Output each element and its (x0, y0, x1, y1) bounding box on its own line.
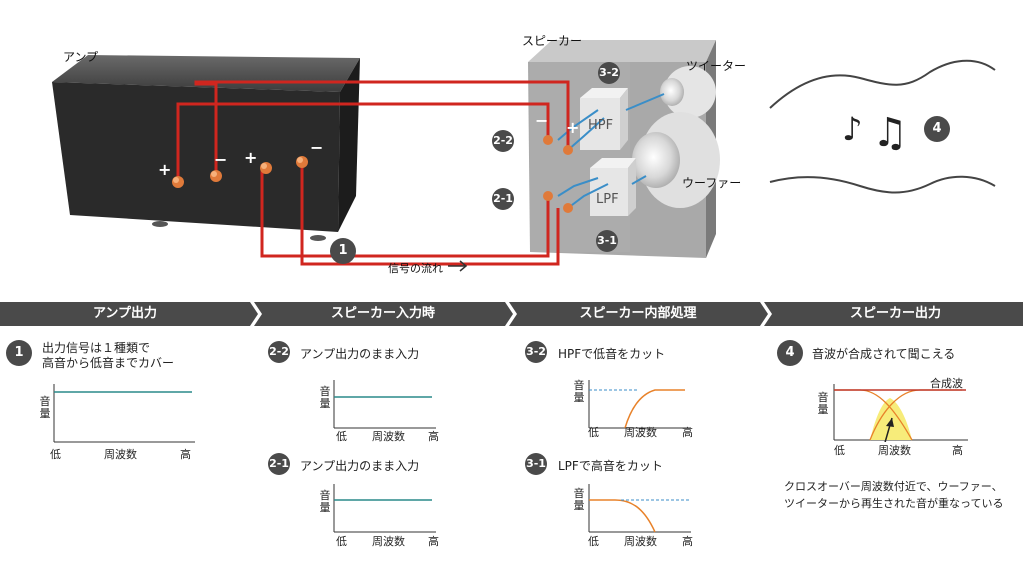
step4-x-high: 高 (952, 444, 963, 457)
tweeter (660, 66, 716, 118)
step32-graph (588, 380, 691, 429)
step31-y-label: 音量 (573, 487, 585, 512)
step4-crossover-note: クロスオーバー周波数付近で、ウーファー、ツイーターから再生された音が重なっている (784, 480, 1004, 510)
badge-4: 4 (924, 116, 950, 142)
step1-x-high: 高 (180, 448, 191, 461)
music-note-icon: ♪ (842, 110, 863, 148)
hpf-label: HPF (588, 118, 614, 133)
step4-title: 音波が合成されて聞こえる (812, 347, 956, 361)
step21-x-low: 低 (336, 535, 347, 548)
step32-y-label: 音量 (573, 379, 585, 404)
step22-y-label: 音量 (319, 385, 331, 410)
step1-badge: 1 (6, 340, 32, 366)
step22-x-high: 高 (428, 430, 439, 443)
amplifier (52, 55, 360, 241)
lpf-curve (589, 499, 656, 533)
internal-wires (557, 93, 665, 209)
step1-x-low: 低 (50, 448, 61, 461)
speaker-label: スピーカー (522, 34, 583, 48)
step22-x-mid: 周波数 (372, 430, 405, 443)
signal-flow-arrow (448, 260, 468, 272)
step4-graph (833, 384, 968, 442)
step1-title-line2: 高音から低音までカバー (42, 356, 175, 370)
spk-minus: − (535, 111, 549, 130)
badge-2-2: 2-2 (492, 130, 514, 152)
step22-x-low: 低 (336, 430, 347, 443)
badge-2-1: 2-1 (492, 188, 514, 210)
step21-x-high: 高 (428, 535, 439, 548)
banner-speaker-input: スピーカー入力時 (330, 306, 435, 321)
step21-badge: 2-1 (268, 453, 290, 475)
step1-x-mid: 周波数 (104, 448, 137, 461)
step-banner (0, 302, 1023, 326)
step21-x-mid: 周波数 (372, 535, 405, 548)
step21-graph (333, 484, 436, 533)
step22-graph (333, 380, 436, 429)
signal-diagram (52, 40, 996, 272)
spk-plus: + (566, 118, 580, 137)
amp-minus-2: − (310, 138, 324, 157)
woofer-label: ウーファー (682, 176, 742, 190)
woofer (632, 112, 720, 208)
step22-badge: 2-2 (268, 341, 290, 363)
hpf-curve (624, 389, 685, 429)
step4-x-low: 低 (834, 444, 845, 457)
step32-x-low: 低 (588, 426, 599, 439)
amp-terminals (172, 156, 308, 188)
step4-badge: 4 (777, 340, 803, 366)
sound-waves (769, 59, 996, 194)
step31-title: LPFで高音をカット (558, 459, 663, 473)
step32-x-high: 高 (682, 426, 693, 439)
step32-x-mid: 周波数 (624, 426, 657, 439)
badge-1: 1 (330, 238, 356, 264)
step22-title: アンプ出力のまま入力 (300, 347, 420, 361)
step4-x-mid: 周波数 (878, 444, 911, 457)
step31-x-high: 高 (682, 535, 693, 548)
step31-badge: 3-1 (525, 453, 547, 475)
amp-label: アンプ (63, 50, 99, 64)
step4-combined-label: 合成波 (930, 377, 963, 390)
tweeter-label: ツイーター (686, 59, 747, 73)
step21-title: アンプ出力のまま入力 (300, 459, 420, 473)
step1-title-line1: 出力信号は１種類で (42, 341, 151, 355)
hpf-block (580, 88, 628, 150)
signal-flow-label: 信号の流れ (388, 262, 443, 275)
step31-graph (588, 484, 691, 533)
amp-plus-2: + (244, 148, 258, 167)
amp-plus-1: + (158, 160, 172, 179)
step1-graph (53, 384, 195, 443)
lpf-block (590, 158, 636, 216)
banner-amp-output: アンプ出力 (92, 306, 158, 321)
step21-y-label: 音量 (319, 489, 331, 514)
music-notes-icon: ♫ (872, 110, 908, 156)
lpf-label: LPF (596, 192, 619, 207)
step1-y-label: 音量 (39, 395, 51, 420)
step31-x-low: 低 (588, 535, 599, 548)
speaker-terminals (543, 135, 573, 213)
badge-3-1: 3-1 (596, 230, 618, 252)
amp-minus-1: − (214, 150, 228, 169)
step31-x-mid: 周波数 (624, 535, 657, 548)
banner-speaker-output: スピーカー出力 (849, 306, 941, 321)
badge-3-2: 3-2 (598, 62, 620, 84)
step32-title: HPFで低音をカット (558, 347, 666, 361)
step32-badge: 3-2 (525, 341, 547, 363)
step4-y-label: 音量 (817, 391, 829, 416)
banner-speaker-processing: スピーカー内部処理 (579, 306, 697, 321)
